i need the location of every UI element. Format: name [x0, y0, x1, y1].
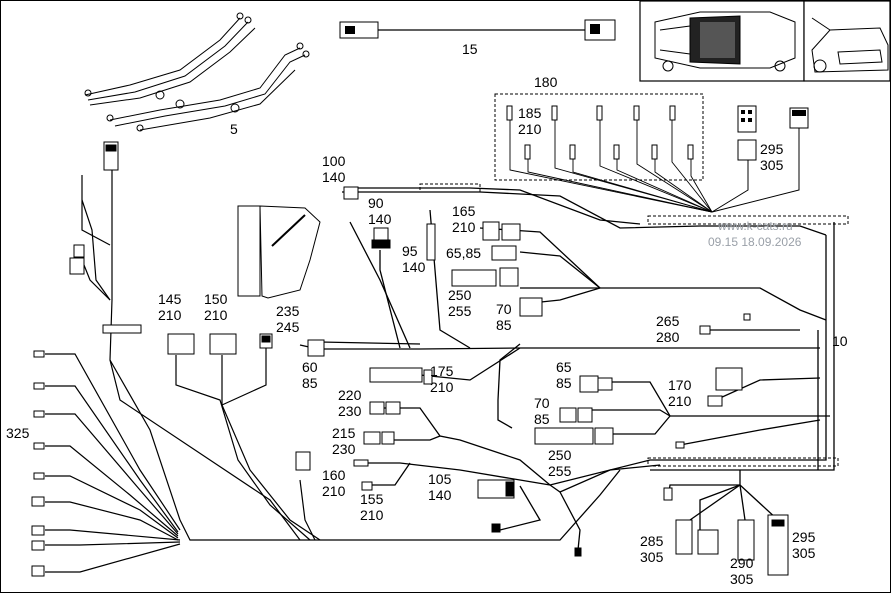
label-290: 290 — [730, 555, 754, 571]
label-285: 285 — [640, 533, 664, 549]
car-inset-top-view — [639, 0, 805, 82]
part-labels: 15 5 180 185 210 295 305 100 140 90 140 … — [6, 41, 848, 587]
label-230: 230 — [332, 441, 356, 457]
watermark-url: www.k-cats.ru — [717, 219, 793, 233]
label-210: 210 — [430, 379, 454, 395]
label-210: 210 — [322, 483, 346, 499]
label-140: 140 — [428, 487, 452, 503]
label-210: 210 — [518, 121, 542, 137]
label-105: 105 — [428, 471, 452, 487]
label-295: 295 — [792, 529, 816, 545]
connector-group-180 — [494, 93, 809, 213]
label-210: 210 — [452, 219, 476, 235]
label-95: 95 — [402, 243, 418, 259]
label-140: 140 — [368, 211, 392, 227]
label-235: 235 — [276, 303, 300, 319]
label-245: 245 — [276, 319, 300, 335]
watermark-date: 09.15 18.09.2026 — [708, 235, 802, 249]
label-265: 265 — [656, 313, 680, 329]
label-145: 145 — [158, 291, 182, 307]
label-305: 305 — [730, 571, 754, 587]
label-250: 250 — [548, 447, 572, 463]
label-15: 15 — [462, 41, 478, 57]
main-harness — [299, 187, 835, 551]
watermark: www.k-cats.ru 09.15 18.09.2026 — [708, 219, 802, 249]
label-70: 70 — [534, 395, 550, 411]
label-140: 140 — [322, 169, 346, 185]
label-305: 305 — [640, 549, 664, 565]
label-210: 210 — [158, 307, 182, 323]
label-160: 160 — [322, 467, 346, 483]
label-255: 255 — [448, 303, 472, 319]
label-210: 210 — [668, 393, 692, 409]
left-harness — [45, 170, 330, 573]
label-305: 305 — [760, 157, 784, 173]
label-65-85: 65,85 — [446, 245, 481, 261]
label-70: 70 — [496, 301, 512, 317]
label-65: 65 — [556, 359, 572, 375]
label-215: 215 — [332, 425, 356, 441]
label-85: 85 — [534, 411, 550, 427]
label-280: 280 — [656, 329, 680, 345]
label-150: 150 — [204, 291, 228, 307]
label-230: 230 — [338, 403, 362, 419]
label-210: 210 — [204, 307, 228, 323]
label-210: 210 — [360, 507, 384, 523]
label-85: 85 — [302, 375, 318, 391]
car-inset-rear-view — [803, 0, 891, 82]
label-100: 100 — [322, 153, 346, 169]
label-170: 170 — [668, 377, 692, 393]
label-60: 60 — [302, 359, 318, 375]
right-connectors — [534, 313, 789, 576]
label-140: 140 — [402, 259, 426, 275]
label-90: 90 — [368, 195, 384, 211]
label-250: 250 — [448, 287, 472, 303]
label-295: 295 — [760, 141, 784, 157]
cable-part-15 — [339, 19, 616, 41]
label-325: 325 — [6, 425, 30, 441]
fuse-relay-box — [167, 205, 321, 355]
label-180: 180 — [534, 74, 558, 90]
label-305: 305 — [792, 545, 816, 561]
harness-part-5 — [84, 12, 310, 132]
label-255: 255 — [548, 463, 572, 479]
label-185: 185 — [518, 105, 542, 121]
label-165: 165 — [452, 203, 476, 219]
label-85: 85 — [556, 375, 572, 391]
label-155: 155 — [360, 491, 384, 507]
label-175: 175 — [430, 363, 454, 379]
label-10: 10 — [832, 333, 848, 349]
label-85: 85 — [496, 317, 512, 333]
dashed-zone — [419, 183, 849, 467]
label-5: 5 — [230, 121, 238, 137]
left-connectors — [31, 141, 142, 577]
mid-connectors — [295, 186, 582, 557]
label-220: 220 — [338, 387, 362, 403]
